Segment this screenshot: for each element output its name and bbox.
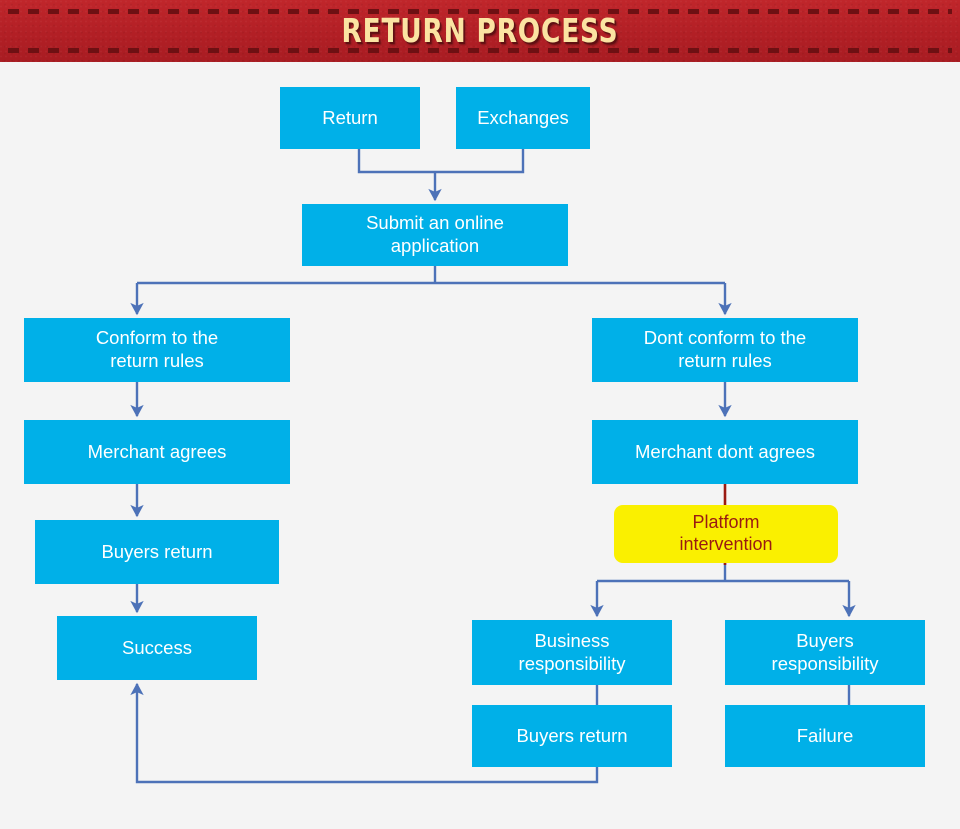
node-platform-intervention[interactable]: Platform intervention: [614, 505, 838, 563]
node-business-responsibility[interactable]: Business responsibility: [472, 620, 672, 685]
node-conform-to-return-rules[interactable]: Conform to the return rules: [24, 318, 290, 382]
node-exchanges[interactable]: Exchanges: [456, 87, 590, 149]
flowchart-canvas: Return Exchanges Submit an online applic…: [0, 62, 960, 829]
node-submit-online-application[interactable]: Submit an online application: [302, 204, 568, 266]
node-merchant-dont-agrees[interactable]: Merchant dont agrees: [592, 420, 858, 484]
node-failure[interactable]: Failure: [725, 705, 925, 767]
node-buyers-responsibility[interactable]: Buyers responsibility: [725, 620, 925, 685]
banner-dashed-line-bottom: [8, 48, 952, 53]
node-buyers-return-right[interactable]: Buyers return: [472, 705, 672, 767]
node-buyers-return-left[interactable]: Buyers return: [35, 520, 279, 584]
node-return[interactable]: Return: [280, 87, 420, 149]
page-title: RETURN PROCESS: [341, 11, 619, 50]
node-merchant-agrees[interactable]: Merchant agrees: [24, 420, 290, 484]
edge-return-to-submit: [357, 149, 435, 174]
edge-exchanges-to-submit: [435, 149, 525, 174]
header-banner: RETURN PROCESS: [0, 0, 960, 62]
node-success[interactable]: Success: [57, 616, 257, 680]
banner-dashed-line-top: [8, 9, 952, 14]
node-dont-conform-to-return-rules[interactable]: Dont conform to the return rules: [592, 318, 858, 382]
